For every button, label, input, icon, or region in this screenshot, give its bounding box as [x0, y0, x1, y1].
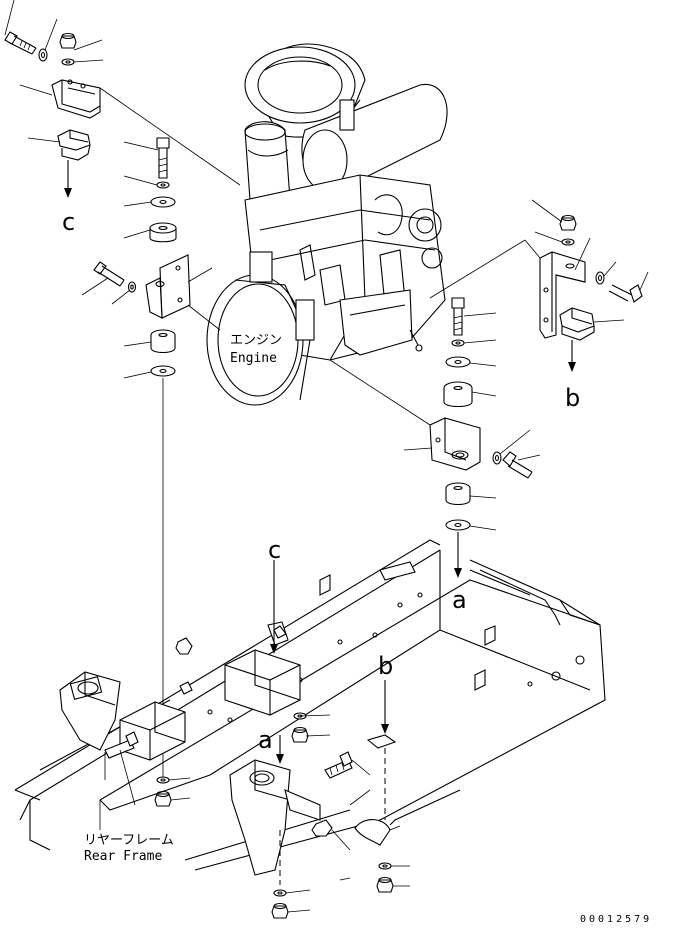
washer-icon — [273, 889, 287, 897]
washer-icon — [150, 196, 176, 208]
engine-assembly — [206, 43, 448, 406]
rear-frame-label-jp: リヤーフレーム — [84, 833, 174, 848]
bolt-icon — [104, 731, 139, 759]
ref-label-a-bottom: a — [258, 726, 273, 754]
drawing-number: 00012579 — [580, 914, 652, 925]
bolt-icon — [156, 137, 170, 179]
nut-icon — [291, 726, 309, 743]
nut-icon — [175, 637, 193, 655]
rubber-mount-icon — [149, 222, 177, 243]
washer-icon — [492, 451, 502, 465]
washer-icon — [445, 519, 471, 531]
bolt-icon — [4, 31, 37, 55]
bolt-icon — [93, 261, 125, 287]
nut-icon — [154, 790, 172, 807]
bolt-icon — [324, 751, 353, 779]
washer-icon — [156, 181, 170, 189]
ref-label-b-top: b — [565, 384, 580, 412]
bracket-icon — [429, 417, 481, 471]
washer-icon — [156, 776, 170, 784]
mount-group-left — [81, 137, 221, 780]
engine-label-jp: エンジン — [230, 333, 282, 348]
bracket-icon — [539, 251, 586, 339]
ref-label-c: c — [62, 208, 75, 236]
washer-icon — [150, 365, 176, 377]
rear-frame-label-en: Rear Frame — [84, 849, 162, 864]
nut-icon — [311, 819, 333, 837]
bolt-icon — [451, 297, 465, 336]
mount-group-b — [429, 199, 649, 372]
rubber-mount-icon — [150, 329, 176, 354]
nut-icon — [376, 876, 394, 893]
bolt-icon — [502, 451, 533, 479]
rubber-mount-icon — [57, 129, 91, 161]
mount-group-a — [329, 297, 541, 578]
engine-label-en: Engine — [230, 351, 277, 366]
rubber-mount-icon — [443, 381, 473, 408]
ref-label-b-bottom: b — [378, 652, 393, 680]
ref-label-a-top: a — [452, 586, 467, 614]
washer-icon — [445, 356, 471, 368]
rubber-mount-icon — [559, 307, 595, 341]
nut-icon — [271, 902, 289, 919]
washer-icon — [451, 339, 465, 347]
washer-icon — [61, 58, 75, 66]
washer-icon — [595, 271, 605, 285]
bolt-icon — [608, 284, 643, 303]
nut-icon — [59, 32, 77, 49]
washer-icon — [38, 48, 48, 62]
washer-icon — [127, 281, 137, 293]
nut-icon — [559, 214, 577, 231]
ref-label-c-bottom: c — [268, 536, 281, 564]
washer-icon — [561, 238, 575, 246]
mount-group-c — [4, 0, 241, 198]
rear-frame — [14, 539, 606, 919]
bracket-icon — [51, 79, 101, 119]
bracket-icon — [145, 254, 191, 319]
washer-icon — [378, 862, 392, 870]
rubber-mount-icon — [445, 482, 471, 506]
